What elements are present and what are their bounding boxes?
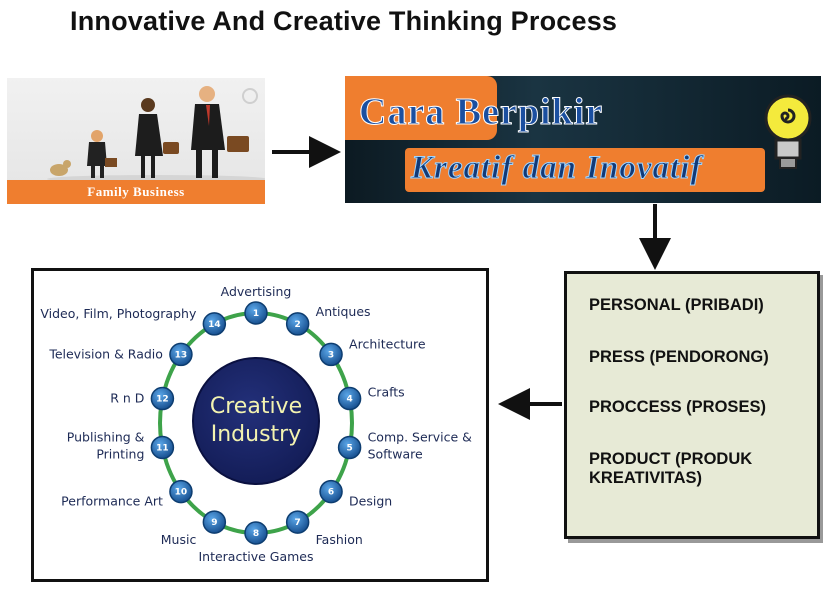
industry-node-5 [337, 435, 362, 460]
industry-node-number: 10 [175, 488, 188, 498]
center-circle [192, 357, 320, 485]
industry-node-1 [244, 301, 268, 325]
industry-node-number: 3 [328, 350, 334, 360]
industry-label: Fashion [316, 532, 363, 547]
center-label-line1: Creative [210, 394, 302, 419]
industry-label: Music [161, 532, 197, 547]
industry-label: Design [349, 494, 392, 509]
industry-label: Publishing & [67, 429, 145, 444]
family-illustration [47, 86, 265, 183]
industry-node-number: 11 [156, 443, 169, 453]
industry-node-number: 14 [208, 320, 221, 330]
industry-node-number: 13 [175, 350, 188, 360]
industry-label-line2: Printing [96, 446, 144, 461]
industry-node-9 [202, 510, 227, 534]
industry-label: Crafts [368, 385, 405, 400]
center-label-line2: Industry [211, 422, 302, 447]
family-business-image: Family Business [7, 78, 265, 204]
industry-node-11 [150, 435, 175, 460]
p-item-press: PRESS (PENDORONG) [589, 348, 769, 366]
industry-node-8 [244, 521, 268, 545]
industry-node-2 [285, 312, 310, 336]
industry-node-number: 1 [253, 309, 259, 319]
industry-node-number: 8 [253, 529, 259, 539]
orange-bar [405, 148, 765, 192]
industry-node-14 [202, 312, 227, 336]
lightbulb-icon [764, 94, 812, 169]
industry-node-12 [150, 386, 175, 411]
industry-label: Antiques [316, 304, 371, 319]
orange-tab [345, 76, 497, 140]
industry-label: Video, Film, Photography [40, 306, 197, 321]
industry-node-6 [319, 479, 343, 504]
industry-label: Performance Art [61, 494, 163, 509]
industry-label: R n D [110, 391, 144, 406]
p-item-product: PRODUCT (PRODUK KREATIVITAS) [589, 450, 753, 487]
cara-title-line1: Cara Berpikir [358, 91, 604, 134]
industry-node-number: 2 [295, 320, 301, 330]
industry-node-4 [337, 386, 362, 411]
cara-berpikir-banner: Cara Berpikir Kreatif dan Inovatif [345, 76, 821, 203]
industry-label: Interactive Games [198, 549, 313, 564]
industry-node-number: 6 [328, 488, 334, 498]
page-title: Innovative And Creative Thinking Process [70, 6, 618, 36]
industry-label: Television & Radio [48, 346, 163, 361]
cara-title-line2: Kreatif dan Inovatif [410, 150, 703, 187]
industry-node-3 [319, 342, 343, 367]
creative-industry-box: Creative Industry 1 Advertising 2 Antiques 3… [31, 268, 489, 582]
p-item-personal: PERSONAL (PRIBADI) [589, 296, 764, 314]
p-item-process: PROCCESS (PROSES) [589, 398, 766, 416]
industry-node-number: 9 [211, 518, 217, 528]
industry-label: Architecture [349, 336, 426, 351]
industry-node-number: 5 [346, 443, 352, 453]
industry-node-7 [285, 510, 310, 534]
family-business-banner: Family Business [7, 180, 265, 204]
creative-industry-wheel: Creative Industry 1 Advertising 2 Antiques 3… [40, 284, 473, 564]
industry-node-10 [169, 479, 193, 504]
industry-node-number: 12 [156, 395, 169, 405]
industry-node-13 [169, 342, 193, 367]
industry-node-number: 4 [346, 395, 352, 405]
industry-label: Advertising [221, 284, 292, 299]
industry-node-number: 7 [295, 518, 301, 528]
industry-label-line2: Software [368, 446, 423, 461]
four-p-list-box: PERSONAL (PRIBADI) PRESS (PENDORONG) PRO… [564, 271, 820, 539]
industry-label: Comp. Service & [368, 429, 473, 444]
